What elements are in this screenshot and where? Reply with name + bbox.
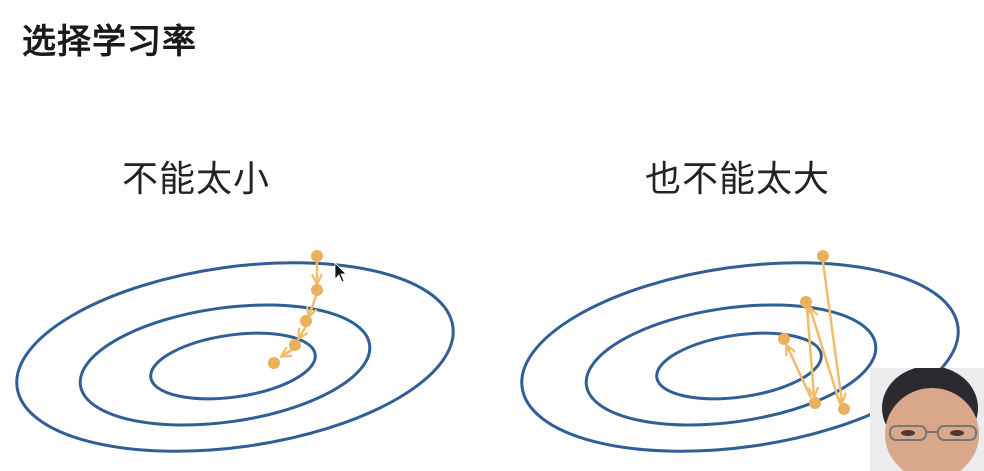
step-point bbox=[817, 250, 829, 262]
contour-middle bbox=[78, 303, 372, 427]
right-contour-plot bbox=[520, 261, 960, 453]
step-point bbox=[311, 250, 323, 262]
large-step-path bbox=[785, 261, 847, 405]
step-point bbox=[289, 339, 301, 351]
contour-middle bbox=[584, 303, 878, 427]
contour-outer bbox=[15, 261, 455, 453]
caption-too-large: 也不能太大 bbox=[645, 159, 831, 200]
large-step-points bbox=[778, 250, 850, 415]
step-point bbox=[311, 284, 323, 296]
left-contour-plot bbox=[15, 261, 455, 453]
caption-too-small: 不能太小 bbox=[122, 159, 271, 200]
step-point bbox=[778, 333, 790, 345]
contour-inner bbox=[149, 331, 317, 401]
step-point bbox=[268, 357, 280, 369]
step-point bbox=[838, 403, 850, 415]
mouse-pointer-icon bbox=[334, 262, 347, 283]
step-point bbox=[300, 315, 312, 327]
step-arrow bbox=[821, 261, 847, 405]
small-step-points bbox=[268, 250, 323, 369]
step-point bbox=[809, 397, 821, 409]
step-arrow bbox=[785, 343, 813, 399]
step-point bbox=[800, 296, 812, 308]
contour-inner bbox=[655, 331, 823, 401]
slide-title: 选择学习率 bbox=[22, 22, 197, 62]
presenter-webcam bbox=[870, 368, 984, 471]
step-arrow bbox=[806, 305, 842, 405]
step-arrow bbox=[306, 295, 318, 319]
step-arrow bbox=[805, 307, 820, 399]
presenter-figure bbox=[870, 368, 984, 471]
contour-outer bbox=[520, 261, 960, 453]
step-arrow bbox=[297, 325, 309, 341]
